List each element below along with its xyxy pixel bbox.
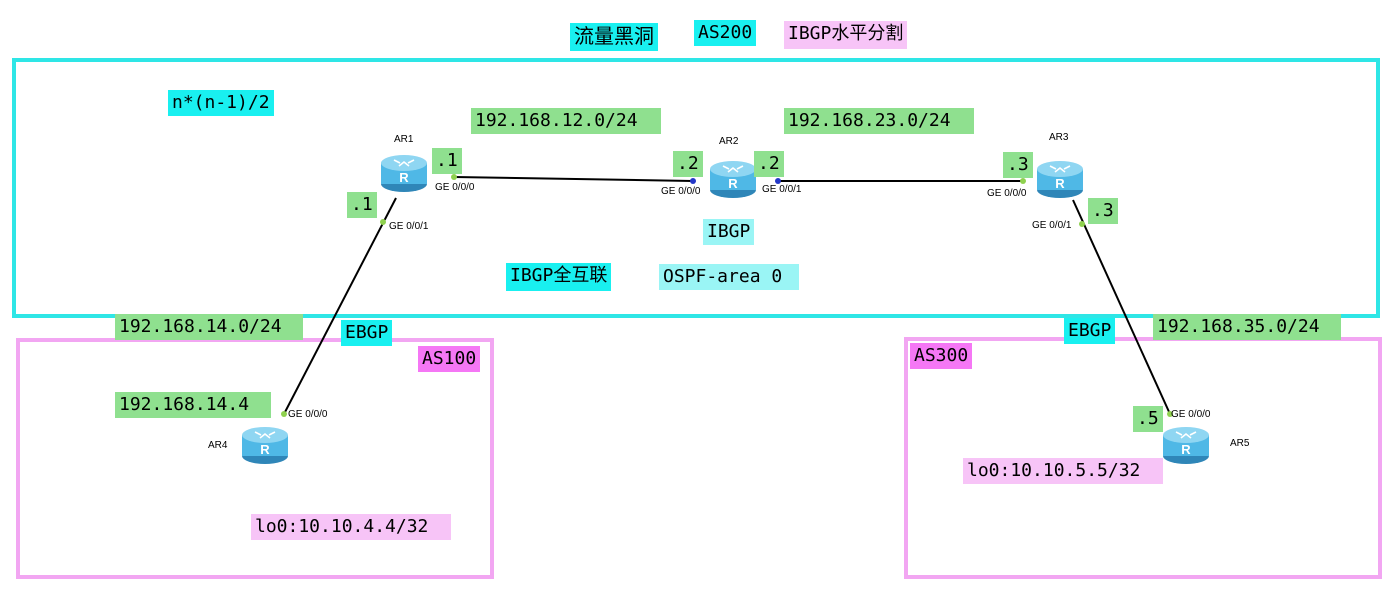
port-dot-ar3-g0 (1020, 178, 1026, 184)
ospf-area-label: OSPF-area 0 (659, 264, 799, 290)
traffic-blackhole-label: 流量黑洞 (570, 23, 658, 51)
link-ar3-ar5 (1072, 199, 1171, 415)
port-dot-ar2-g1 (775, 178, 781, 184)
port-dot-ar2-g0 (690, 178, 696, 184)
ibgp-label: IBGP (703, 219, 755, 245)
full-mesh-formula: n*(n-1)/2 (168, 90, 274, 116)
ar1-g1-interface: GE 0/0/1 (389, 221, 429, 232)
network-192-168-23: 192.168.23.0/24 (784, 108, 974, 134)
ar2-name: AR2 (719, 136, 739, 147)
ar2-g1-ip: .2 (754, 151, 784, 177)
router-ar3-icon[interactable]: R (1035, 158, 1085, 200)
ar2-g1-interface: GE 0/0/1 (762, 184, 802, 195)
router-ar1-icon[interactable]: R (379, 152, 429, 194)
router-ar4-icon[interactable]: R (240, 424, 290, 466)
ar3-g1-interface: GE 0/0/1 (1032, 220, 1072, 231)
network-192-168-35: 192.168.35.0/24 (1153, 314, 1341, 340)
ar3-g0-ip: .3 (1003, 152, 1033, 178)
ar4-loopback: lo0:10.10.4.4/32 (251, 514, 451, 540)
ar5-g0-ip: .5 (1133, 406, 1163, 432)
as300-label: AS300 (910, 343, 973, 369)
port-dot-ar3-g1 (1079, 221, 1085, 227)
ar3-name: AR3 (1049, 132, 1069, 143)
as100-region (16, 338, 494, 579)
port-dot-ar1-g0 (451, 174, 457, 180)
svg-text:R: R (399, 170, 409, 185)
as200-label: AS200 (694, 20, 757, 46)
port-dot-ar5-g0 (1167, 411, 1173, 417)
ibgp-split-horizon-label: IBGP水平分割 (784, 21, 908, 49)
ar2-g0-ip: .2 (673, 151, 703, 177)
ar1-g0-ip: .1 (432, 148, 462, 174)
router-ar5-icon[interactable]: R (1161, 424, 1211, 466)
port-dot-ar4-g0 (281, 411, 287, 417)
router-ar2-icon[interactable]: R (708, 158, 758, 200)
ar4-g0-interface: GE 0/0/0 (288, 409, 328, 420)
port-dot-ar1-g1 (380, 219, 386, 225)
svg-text:R: R (728, 176, 738, 191)
svg-text:R: R (1055, 176, 1065, 191)
ebgp-label-as300: EBGP (1064, 318, 1116, 344)
link-ar1-ar4 (283, 197, 397, 415)
network-192-168-12: 192.168.12.0/24 (471, 108, 661, 134)
ar4-ip-label: 192.168.14.4 (115, 392, 271, 418)
ibgp-full-mesh-label: IBGP全互联 (506, 263, 612, 291)
ar1-name: AR1 (394, 134, 414, 145)
ar1-g1-ip: .1 (347, 192, 377, 218)
ar3-g0-interface: GE 0/0/0 (987, 188, 1027, 199)
ebgp-label-as100: EBGP (341, 320, 393, 346)
svg-text:R: R (260, 442, 270, 457)
ar2-g0-interface: GE 0/0/0 (661, 186, 701, 197)
ar4-name: AR4 (208, 440, 228, 451)
network-192-168-14: 192.168.14.0/24 (115, 314, 303, 340)
as200-region (12, 58, 1380, 318)
link-ar1-ar2 (453, 176, 694, 182)
ar5-loopback: lo0:10.10.5.5/32 (963, 458, 1163, 484)
ar1-g0-interface: GE 0/0/0 (435, 182, 475, 193)
as100-label: AS100 (418, 346, 481, 372)
ar3-g1-ip: .3 (1088, 198, 1118, 224)
svg-text:R: R (1181, 442, 1191, 457)
ar5-g0-interface: GE 0/0/0 (1171, 409, 1211, 420)
as300-region (904, 337, 1382, 579)
ar5-name: AR5 (1230, 438, 1250, 449)
